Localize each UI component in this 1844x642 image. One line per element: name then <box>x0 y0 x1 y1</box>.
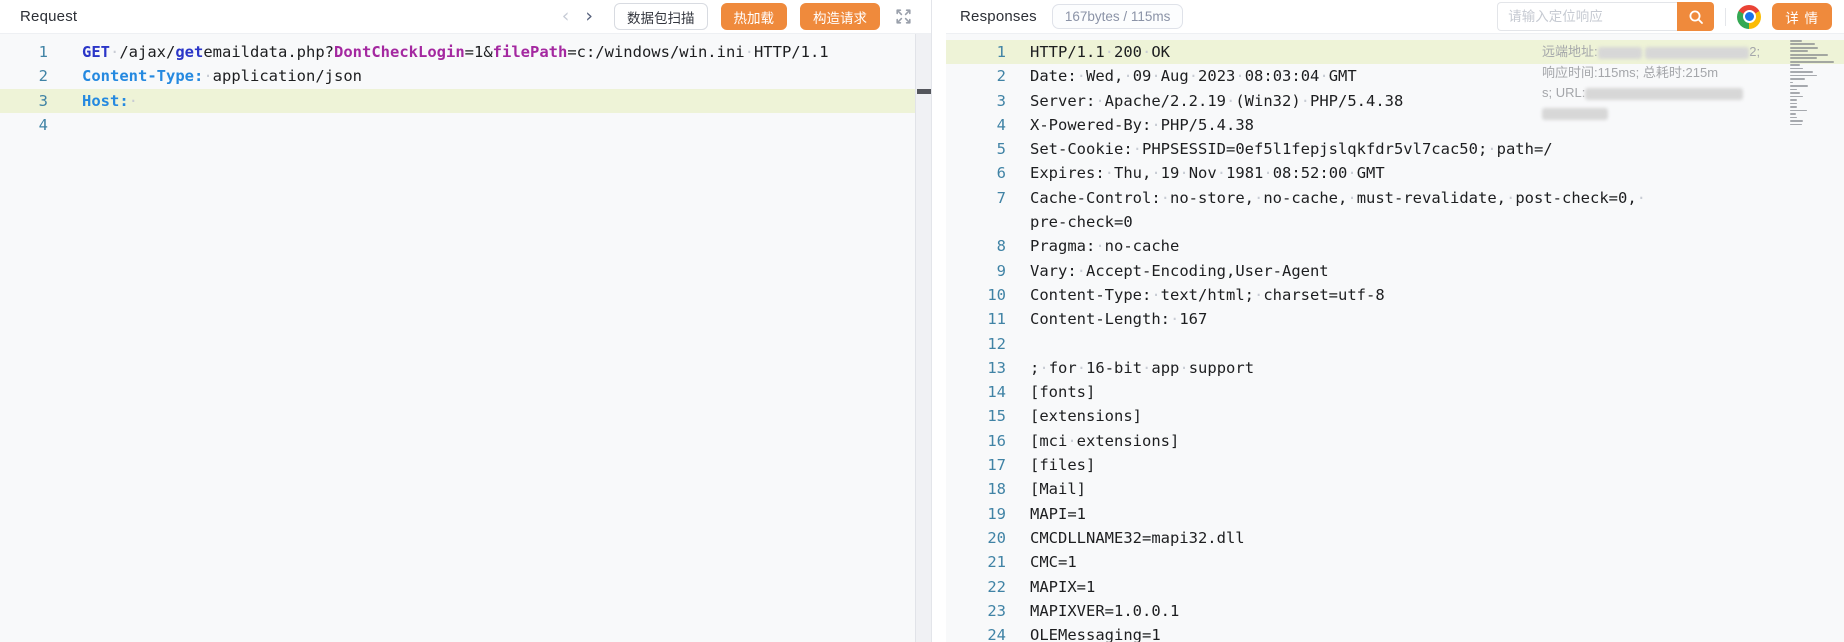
line-number: 17 <box>987 456 1006 475</box>
redacted-text <box>1585 87 1744 100</box>
line-number: 20 <box>987 528 1006 547</box>
response-meta-overlay: 远端地址: 2; 响应时间:115ms; 总耗时:215m s; URL: <box>1542 42 1794 124</box>
detail-button[interactable]: 详 情 <box>1772 3 1832 30</box>
redacted-text <box>1645 46 1750 59</box>
timing-line: 响应时间:115ms; 总耗时:215m <box>1542 64 1719 80</box>
line-number: 10 <box>987 285 1006 304</box>
responses-header: Responses 167bytes / 115ms 详 情 <box>946 0 1844 34</box>
code-line[interactable]: 16[mci·extensions] <box>946 429 1844 453</box>
line-number: 22 <box>987 577 1006 596</box>
next-request-button[interactable]: › <box>585 5 593 27</box>
line-number: 6 <box>996 164 1006 183</box>
line-number: 1 <box>38 43 48 61</box>
line-number: 4 <box>38 115 48 134</box>
line-number: 1 <box>996 43 1006 61</box>
code-line[interactable]: 15[extensions] <box>946 404 1844 428</box>
responses-panel: Responses 167bytes / 115ms 详 情 1HTTP/1.1… <box>946 0 1844 642</box>
redacted-line <box>1542 104 1794 125</box>
line-number <box>946 210 1006 234</box>
response-search-input[interactable] <box>1497 2 1678 31</box>
code-line[interactable]: 13;·for·16-bit·app·support <box>946 356 1844 380</box>
request-scrollbar-track[interactable] <box>915 34 931 642</box>
prev-request-button[interactable]: ‹ <box>561 5 570 27</box>
line-number: 23 <box>987 601 1006 620</box>
panel-divider <box>932 0 946 642</box>
line-number: 14 <box>987 383 1006 402</box>
code-line[interactable]: 18[Mail] <box>946 477 1844 501</box>
line-number: 11 <box>987 310 1006 329</box>
hot-reload-button[interactable]: 热加载 <box>720 3 787 30</box>
response-search <box>1497 2 1715 31</box>
line-number: 16 <box>987 431 1006 450</box>
build-request-button[interactable]: 构造请求 <box>800 3 880 30</box>
cursor-line-marker <box>917 89 931 94</box>
line-number: 13 <box>987 358 1006 377</box>
line-number: 18 <box>987 480 1006 499</box>
chrome-browser-icon[interactable] <box>1737 4 1762 29</box>
line-number: 15 <box>987 407 1006 426</box>
line-number: 3 <box>38 91 48 110</box>
line-number: 3 <box>996 91 1006 110</box>
minimap[interactable] <box>1790 40 1842 127</box>
packet-scan-button[interactable]: 数据包扫描 <box>614 3 708 30</box>
toolbar-divider <box>1725 7 1727 26</box>
url-line: s; URL: <box>1542 83 1794 104</box>
request-panel-title: Request <box>20 8 78 25</box>
line-number: 21 <box>987 553 1006 572</box>
line-number: 2 <box>996 67 1006 86</box>
request-header: Request ‹ › 数据包扫描 热加载 构造请求 <box>0 0 931 34</box>
search-icon <box>1689 10 1703 24</box>
line-number: 4 <box>996 115 1006 134</box>
line-number: 9 <box>996 261 1006 280</box>
line-number: 5 <box>996 140 1006 159</box>
code-line[interactable]: 14[fonts] <box>946 380 1844 404</box>
redacted-text <box>1597 46 1642 59</box>
responses-panel-title: Responses <box>960 8 1037 25</box>
code-line[interactable]: 17[files] <box>946 453 1844 477</box>
response-stats-badge: 167bytes / 115ms <box>1051 4 1184 29</box>
line-number: 24 <box>987 626 1006 642</box>
remote-address-line: 远端地址: 2; <box>1542 44 1761 59</box>
code-line[interactable]: 12 <box>946 332 1844 356</box>
line-number: 19 <box>987 504 1006 523</box>
search-button[interactable] <box>1677 2 1715 31</box>
redacted-text <box>1542 108 1608 121</box>
line-number: 8 <box>996 237 1006 256</box>
line-number: 12 <box>987 334 1006 353</box>
line-number: 2 <box>38 67 48 86</box>
fullscreen-expand-icon[interactable] <box>894 7 913 26</box>
code-line[interactable]: 4 <box>0 113 931 137</box>
line-number: 7 <box>996 188 1006 207</box>
code-line[interactable]: pre-check=0 <box>946 210 1844 234</box>
